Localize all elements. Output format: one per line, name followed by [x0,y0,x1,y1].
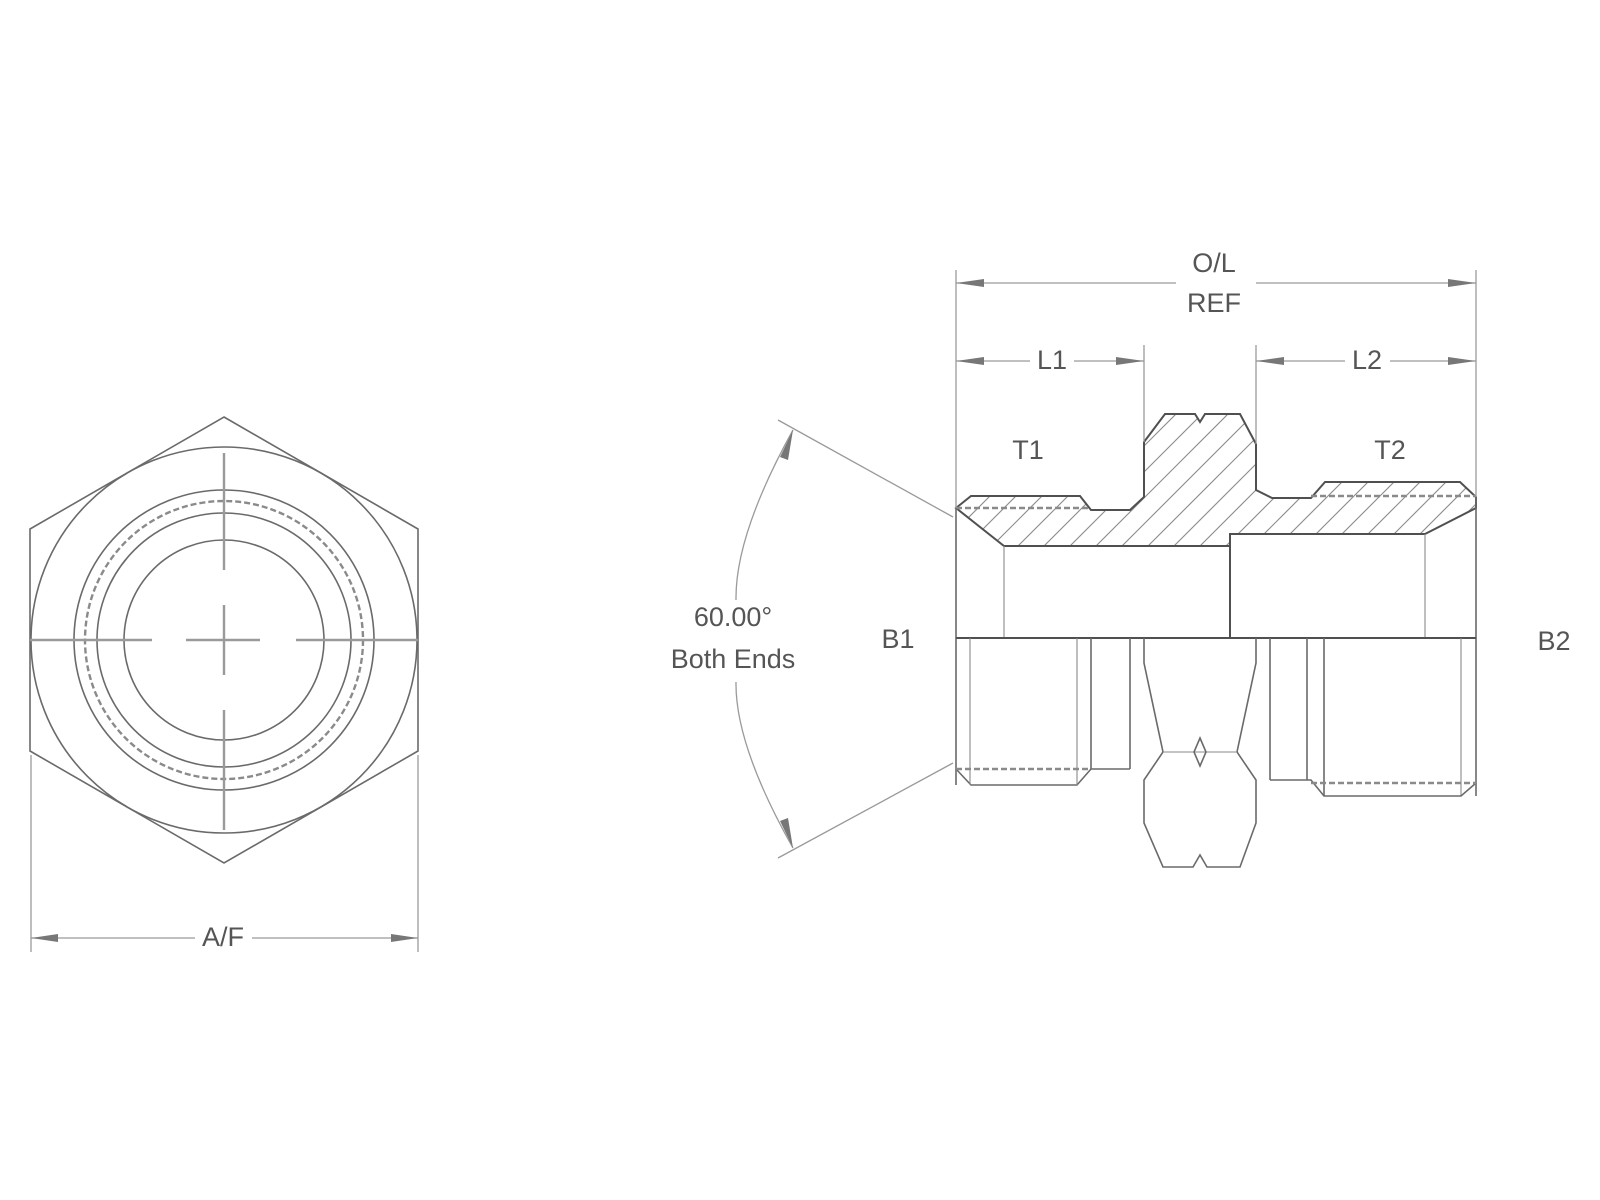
length1-dimension: L1 [956,345,1145,442]
center-mark [30,453,418,830]
hatch-line [977,414,1139,546]
hatch-line [1550,400,1600,560]
hatch-line [1263,414,1425,546]
hatch-line [1419,414,1476,546]
hatch-line [1029,414,1191,546]
hatch-line [1341,414,1476,546]
overall-length-label: O/L [1192,248,1236,278]
across-flats-dimension: A/F [30,755,419,952]
hatch-line [1107,414,1269,546]
hatch-line [1081,414,1243,546]
hatch-line [1185,414,1347,546]
hatch-line [956,414,1113,546]
side-view: O/L REF L1 L2 60.00° Both En [671,248,1600,868]
angle-label: 60.00° [694,602,772,632]
hatch-line [1445,414,1476,546]
hatch-line [1003,414,1165,546]
section-hatching [956,400,1600,560]
thread1-label: T1 [1012,435,1044,465]
hatch-line [1055,414,1217,546]
hatch-line [1237,414,1399,546]
overall-length-dimension: O/L REF [955,248,1477,508]
angle-dimension: 60.00° Both Ends [671,419,954,859]
hatch-line [1159,414,1321,546]
lower-exterior [955,638,1477,868]
length2-dimension: L2 [1255,345,1476,444]
angle-both-ends-label: Both Ends [671,644,796,674]
end-view: A/F [29,416,419,952]
hatch-line [1211,414,1373,546]
bore1-label: B1 [881,624,914,654]
hatch-line [1367,414,1476,546]
across-flats-label: A/F [202,922,244,952]
hatch-line [1315,414,1476,546]
hex-outline [29,416,419,864]
thread2-label: T2 [1374,435,1406,465]
hatch-line [1289,414,1451,546]
hatch-line [1524,400,1600,560]
section-outline [954,413,1477,547]
hatch-line [1393,414,1476,546]
hatch-line [956,414,1087,546]
length2-label: L2 [1352,345,1382,375]
overall-length-ref-label: REF [1187,288,1241,318]
hatch-line [1498,400,1600,560]
hatch-line [956,414,1061,546]
hatch-line [1471,414,1476,546]
length1-label: L1 [1037,345,1067,375]
bore2-label: B2 [1537,626,1570,656]
